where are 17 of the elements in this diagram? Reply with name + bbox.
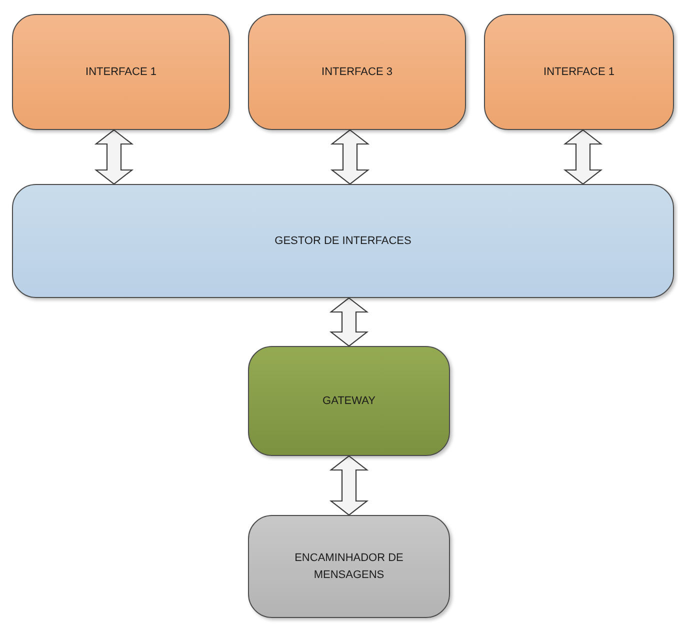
double-arrow bbox=[330, 129, 370, 185]
box-label: INTERFACE 1 bbox=[542, 64, 616, 80]
box-label: ENCAMINHADOR DE MENSAGENS bbox=[294, 551, 404, 582]
box-label: INTERFACE 1 bbox=[84, 64, 158, 80]
box-label: INTERFACE 3 bbox=[320, 64, 394, 80]
box-label: GESTOR DE INTERFACES bbox=[274, 234, 412, 249]
process-box bbox=[248, 346, 450, 456]
process-box bbox=[248, 515, 450, 618]
double-arrow bbox=[329, 297, 369, 347]
process-box bbox=[248, 14, 466, 130]
double-arrow bbox=[329, 455, 369, 516]
double-arrow bbox=[94, 129, 134, 185]
process-box bbox=[484, 14, 674, 130]
double-arrow bbox=[563, 129, 603, 185]
box-label: GATEWAY bbox=[322, 394, 376, 409]
process-box bbox=[12, 184, 674, 298]
process-box bbox=[12, 14, 230, 130]
